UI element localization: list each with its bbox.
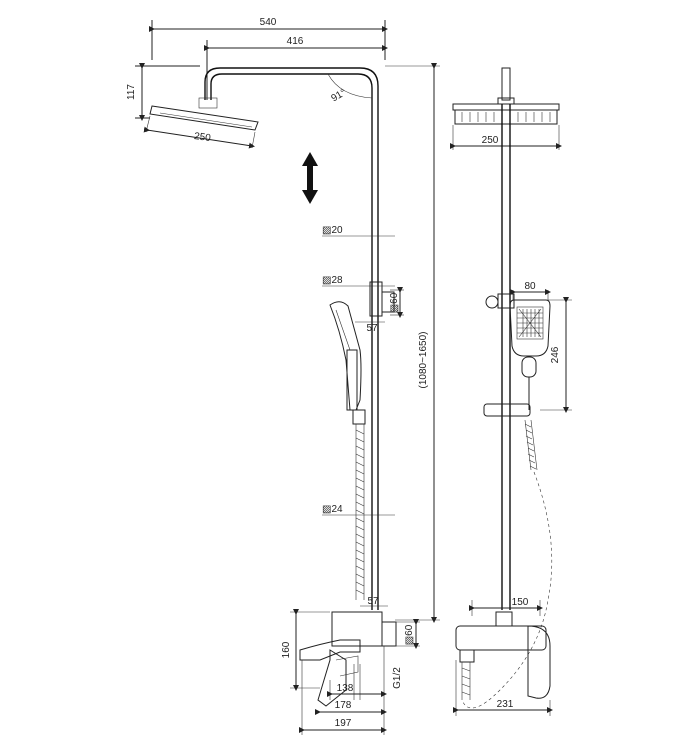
hose-front: [461, 419, 553, 709]
hand-shower-front: [509, 299, 551, 410]
dim-28: ▨28: [322, 275, 343, 286]
dim-117: 117: [126, 84, 137, 100]
dim-mixer-60: ▨60: [404, 624, 415, 645]
dim-150: 150: [512, 597, 529, 608]
dim-thread: G1/2: [392, 667, 403, 689]
dim-160: 160: [281, 641, 292, 658]
dim-24: ▨24: [322, 504, 343, 515]
front-view: 250 80 246: [450, 67, 572, 716]
side-view: 540 416 117 91° 250: [126, 17, 440, 735]
dim-231: 231: [497, 699, 514, 710]
hand-shower-side: [329, 301, 366, 425]
hose-side: [355, 424, 365, 600]
dim-540: 540: [260, 17, 277, 28]
shower-head-side: 250: [143, 97, 259, 149]
dim-holder-60: ▨60: [389, 292, 400, 313]
dim-197: 197: [335, 718, 352, 729]
dim-height-range: (1080~1650): [418, 332, 429, 389]
dim-138: 138: [337, 683, 354, 694]
dim-80: 80: [524, 281, 536, 292]
shower-head-front: [452, 103, 560, 125]
dim-416: 416: [287, 36, 304, 47]
dim-250-side: 250: [193, 131, 211, 144]
dim-91-angle: 91°: [329, 87, 348, 104]
mixer-side: [299, 611, 397, 707]
dim-178: 178: [335, 700, 352, 711]
overhead-arm: [204, 67, 379, 290]
dim-mixer-57: 57: [367, 596, 379, 607]
dim-246: 246: [550, 346, 561, 363]
height-adjust-arrow-icon: [302, 152, 318, 204]
dim-20: ▨20: [322, 225, 343, 236]
dim-holder-57: 57: [366, 323, 378, 334]
mixer-front: [455, 611, 551, 700]
dim-250-front: 250: [482, 135, 499, 146]
